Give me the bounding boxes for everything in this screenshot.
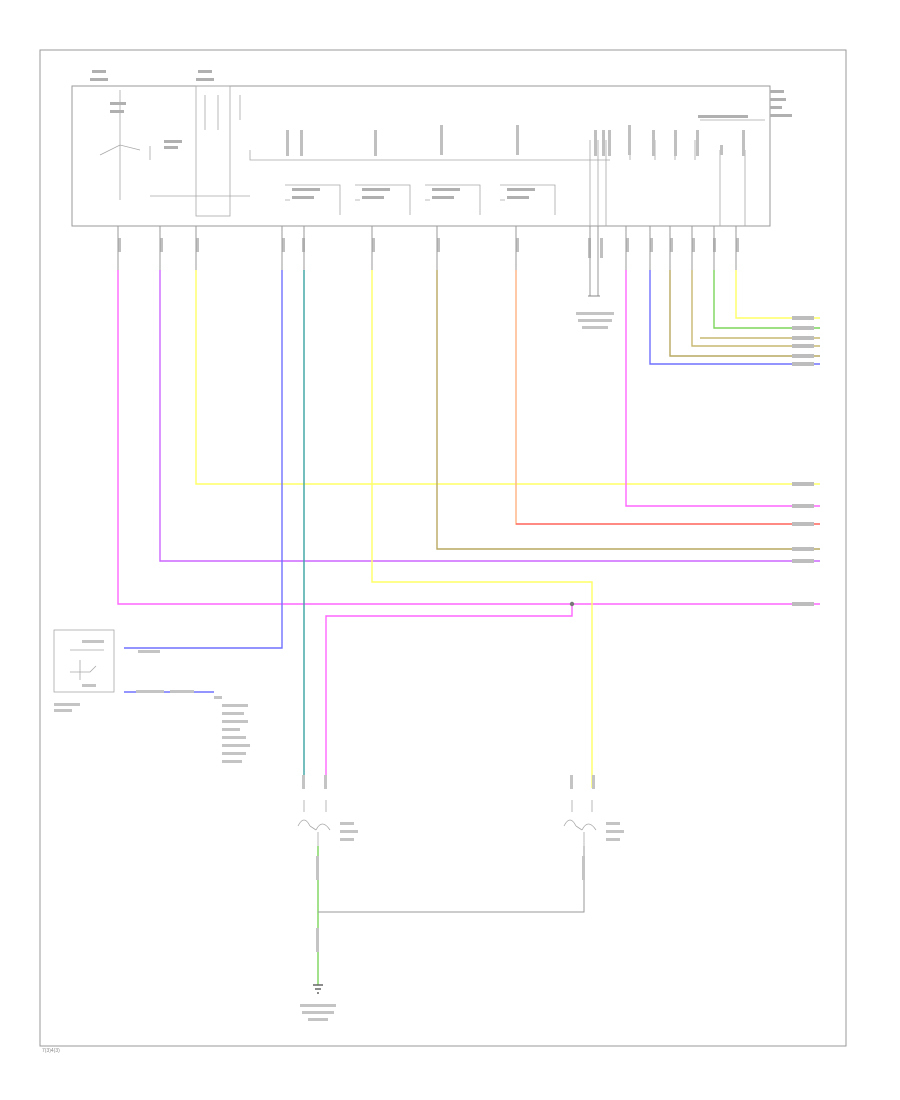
wire-pink-9 [625, 270, 820, 507]
wire-pink-1 [117, 270, 820, 605]
wire-note-block [214, 696, 250, 763]
module-ground-connector [576, 295, 614, 329]
headlamp-switch [53, 629, 194, 712]
module-internal-detail [99, 90, 765, 226]
wire-khaki-7 [436, 270, 820, 550]
splice-dot [569, 601, 575, 607]
wire-bundle [117, 270, 820, 788]
wire-yellow-3 [195, 270, 820, 485]
wire-yellow-6 [371, 270, 593, 788]
footer-code: 7(3)4(3) [42, 1048, 60, 1054]
ground-symbol [300, 984, 336, 1021]
pin-stubs [117, 226, 737, 296]
module-switch-box [195, 85, 231, 217]
wire-khaki-11 [669, 270, 820, 357]
module-small-text [90, 70, 792, 199]
diagram-border [39, 49, 847, 1047]
wire-yellow-14 [735, 270, 820, 319]
control-module-box [71, 85, 771, 227]
wire-orange-8 [515, 270, 820, 525]
right-wire-tags [792, 316, 814, 606]
ground-wires [316, 846, 585, 985]
wire-pink-branch [325, 604, 573, 788]
wire-green-13 [713, 270, 820, 329]
right-lamp [563, 775, 624, 846]
wire-blue-10 [649, 270, 820, 365]
left-lamp [297, 775, 358, 846]
wire-khaki-12 [691, 270, 820, 347]
wire-blue-4 [124, 270, 283, 649]
wire-violet-2 [159, 270, 820, 562]
pin-labels [118, 125, 745, 258]
